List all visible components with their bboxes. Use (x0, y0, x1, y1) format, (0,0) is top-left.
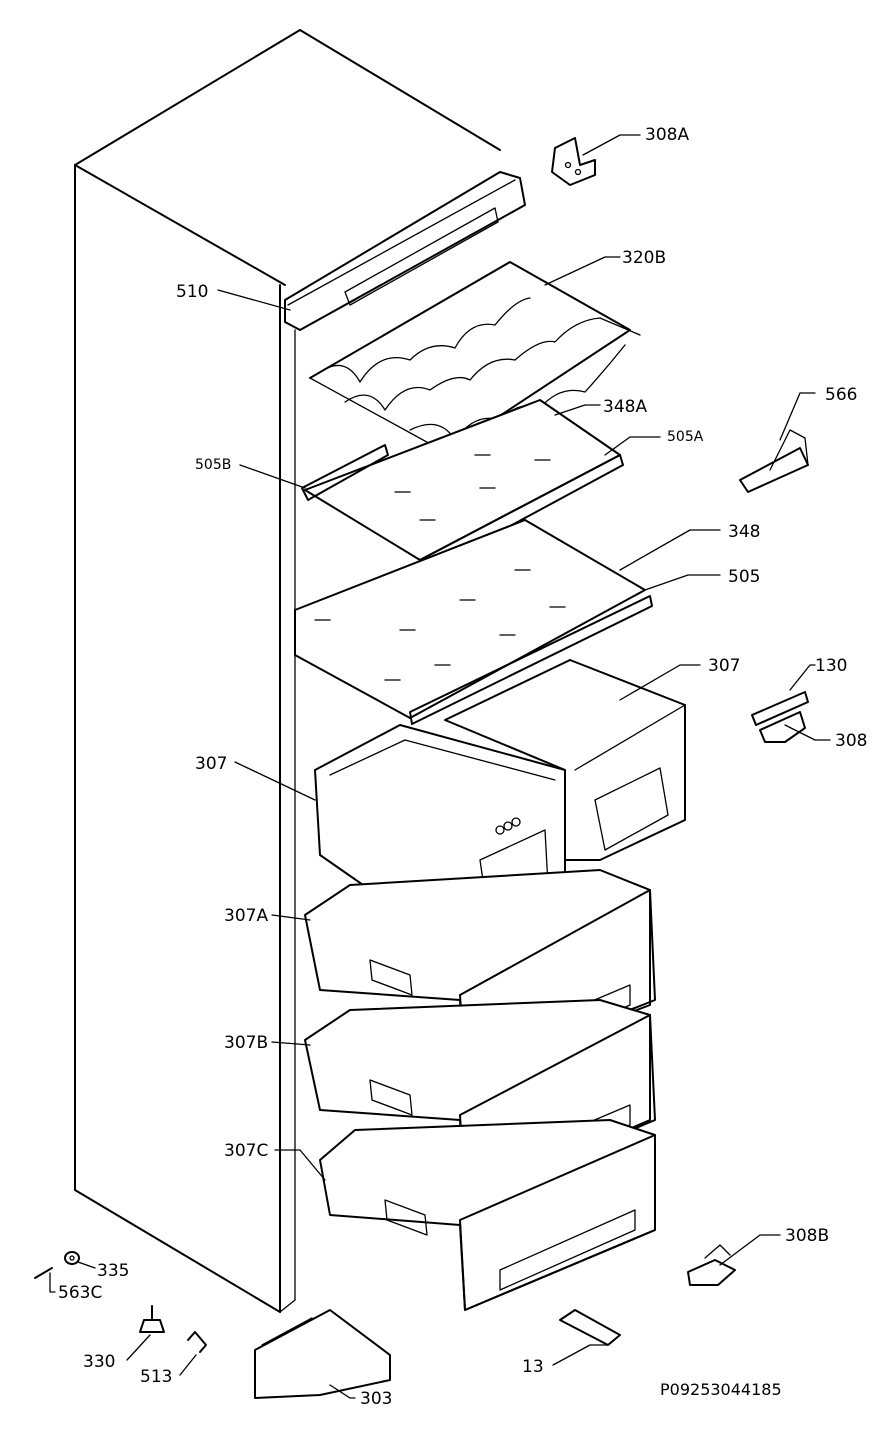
leader-307B (271, 1041, 311, 1046)
leader-330 (126, 1334, 151, 1361)
leader-320B (544, 256, 621, 286)
freezer-drawer-307C (319, 1119, 656, 1311)
leader-510 (217, 289, 291, 311)
leader-lines (49, 134, 831, 1399)
leader-348A (554, 404, 601, 416)
label-505B: 505B (195, 457, 231, 473)
leader-308 (784, 724, 831, 741)
label-307A: 307A (224, 906, 268, 926)
label-130: 130 (815, 656, 847, 676)
label-307B: 307B (224, 1033, 268, 1053)
cabinet (74, 29, 501, 1313)
label-308: 308 (835, 731, 867, 751)
label-335: 335 (97, 1261, 129, 1281)
label-307C: 307C (224, 1141, 268, 1161)
label-510: 510 (176, 282, 208, 302)
leader-505 (644, 574, 721, 591)
hinge-308 (759, 711, 806, 743)
label-348: 348 (728, 522, 760, 542)
bracket-566 (739, 429, 809, 493)
part-labels: 308A 320B 510 348A 505A 505B 566 348 505… (58, 125, 867, 1409)
leader-505A (604, 436, 661, 456)
label-330: 330 (83, 1352, 115, 1372)
label-308A: 308A (645, 125, 689, 145)
leader-335 (77, 1261, 96, 1269)
leader-563C (49, 1272, 56, 1293)
leader-303 (329, 1384, 356, 1399)
label-320B: 320B (622, 248, 666, 268)
label-563C: 563C (58, 1283, 102, 1303)
hinge-308B (687, 1244, 736, 1286)
label-513: 513 (140, 1367, 172, 1387)
leader-307A (271, 914, 311, 921)
label-307-right: 307 (708, 656, 740, 676)
leader-13 (552, 1344, 609, 1366)
label-505: 505 (728, 567, 760, 587)
control-panel-510 (284, 171, 526, 331)
leader-308A (582, 134, 641, 156)
slide-130 (751, 691, 809, 726)
crisper-drawer-307-right (444, 659, 686, 861)
leader-307C (274, 1149, 326, 1181)
label-505A: 505A (667, 429, 704, 445)
drawing-code: P09253044185 (660, 1380, 782, 1399)
pin-563C (34, 1267, 53, 1279)
label-303: 303 (360, 1389, 392, 1409)
label-307-left: 307 (195, 754, 227, 774)
clip-513 (187, 1331, 207, 1353)
leader-348 (619, 529, 721, 571)
glass-shelf-348 (294, 519, 653, 725)
label-566: 566 (825, 385, 857, 405)
leader-513 (179, 1354, 197, 1376)
hinge-308A (551, 137, 596, 186)
leader-130 (789, 664, 816, 691)
leader-307-left (234, 761, 316, 801)
leader-307-right (619, 664, 701, 701)
leader-505B (239, 464, 306, 489)
slide-13 (559, 1309, 621, 1346)
leader-308B (719, 1234, 781, 1266)
bush-335 (64, 1251, 80, 1265)
leader-566 (779, 392, 816, 441)
label-348A: 348A (603, 397, 647, 417)
label-308B: 308B (785, 1226, 829, 1246)
foot-330 (139, 1305, 165, 1333)
kickplate-303 (254, 1309, 391, 1399)
label-13: 13 (522, 1357, 544, 1377)
